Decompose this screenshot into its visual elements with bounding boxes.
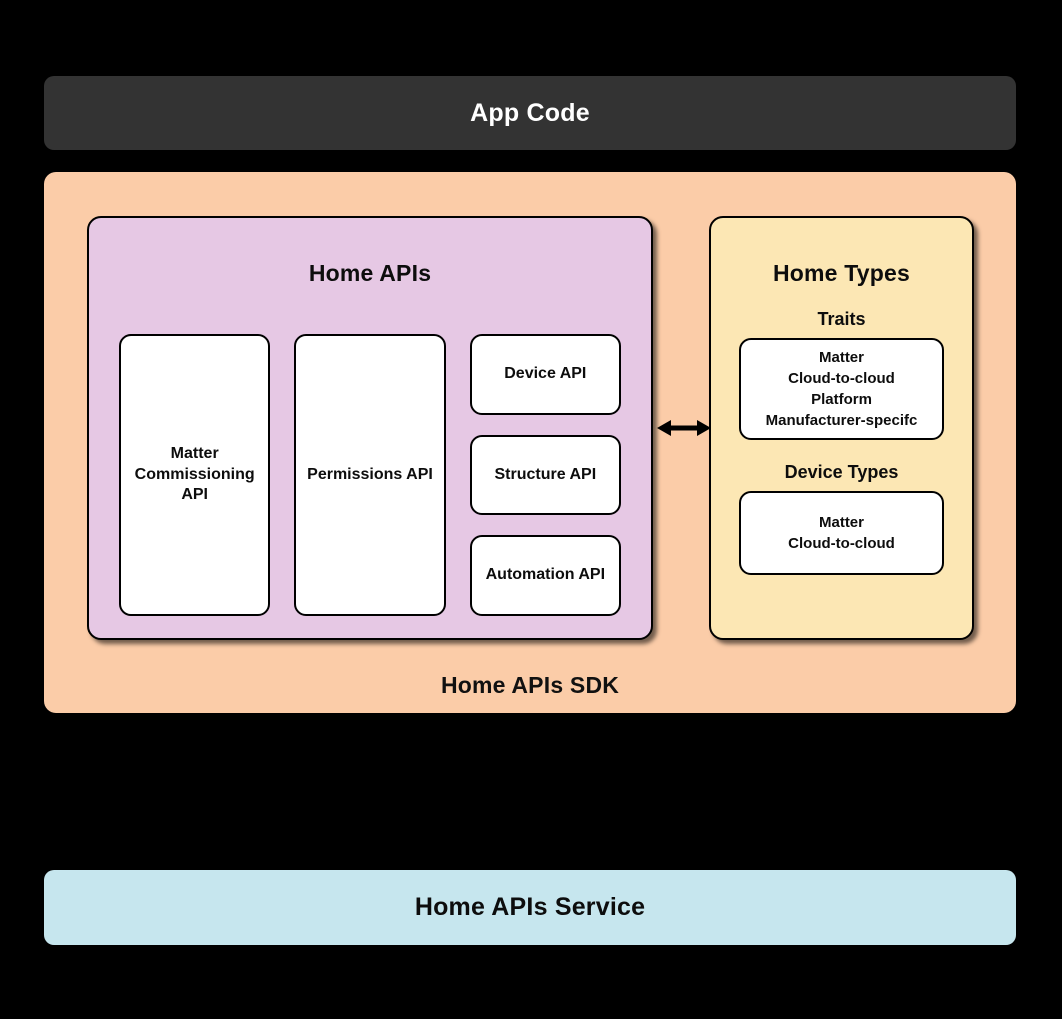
app-code-label: App Code [470,98,590,127]
home-apis-service-label: Home APIs Service [414,893,646,921]
home-types-panel: Home Types Traits Matter Cloud-to-cloud … [709,216,974,640]
bidirectional-arrow-icon [657,416,711,440]
device-api-box[interactable]: Device API [469,334,621,415]
home-apis-title: Home APIs [308,260,432,286]
structure-api-box[interactable]: Structure API [469,434,621,516]
traits-box[interactable]: Matter Cloud-to-cloud Platform Manufactu… [739,338,944,440]
permissions-api-box[interactable]: Permissions API [294,334,446,616]
device-types-box[interactable]: Matter Cloud-to-cloud [739,491,944,575]
home-apis-columns: Matter Commissioning API Permissions API… [89,334,651,617]
automation-api-box[interactable]: Automation API [469,535,621,617]
api-column-2: Permissions API [294,334,446,616]
home-types-title: Home Types [772,260,911,286]
api-column-3: Device API Structure API Automation API [469,334,621,617]
home-apis-panel: Home APIs Matter Commissioning API Permi… [87,216,653,640]
traits-heading: Traits [817,309,866,329]
app-code-layer: App Code [44,76,1016,150]
home-apis-service-layer: Home APIs Service [44,870,1016,945]
home-apis-sdk-layer: Home APIs Matter Commissioning API Permi… [44,172,1016,713]
api-column-1: Matter Commissioning API [119,334,271,616]
home-apis-sdk-label: Home APIs SDK [440,672,620,698]
device-types-heading: Device Types [784,462,899,482]
matter-commissioning-api-box[interactable]: Matter Commissioning API [119,334,271,616]
